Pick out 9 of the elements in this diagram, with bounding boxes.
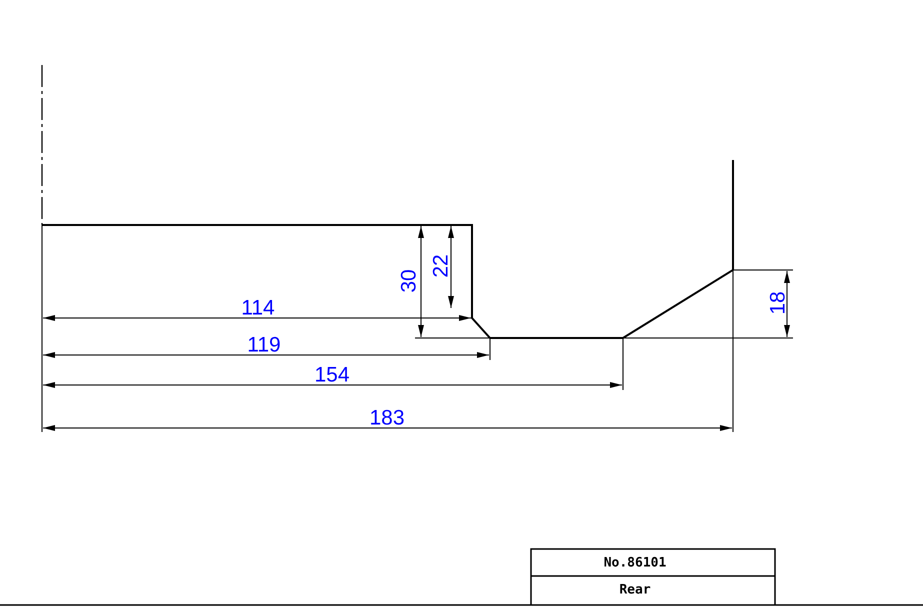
title-block-text: No.86101 (604, 556, 666, 570)
title-block-text: Rear (619, 584, 651, 596)
dimension-label: 18 (768, 291, 788, 315)
dimension-label: 119 (247, 334, 281, 356)
dimension-label: 154 (314, 364, 350, 386)
dimension-label: 114 (241, 298, 275, 318)
dimension-label: 30 (398, 269, 420, 293)
dimension-label: 22 (430, 254, 452, 278)
dimension-label: 183 (369, 408, 405, 428)
